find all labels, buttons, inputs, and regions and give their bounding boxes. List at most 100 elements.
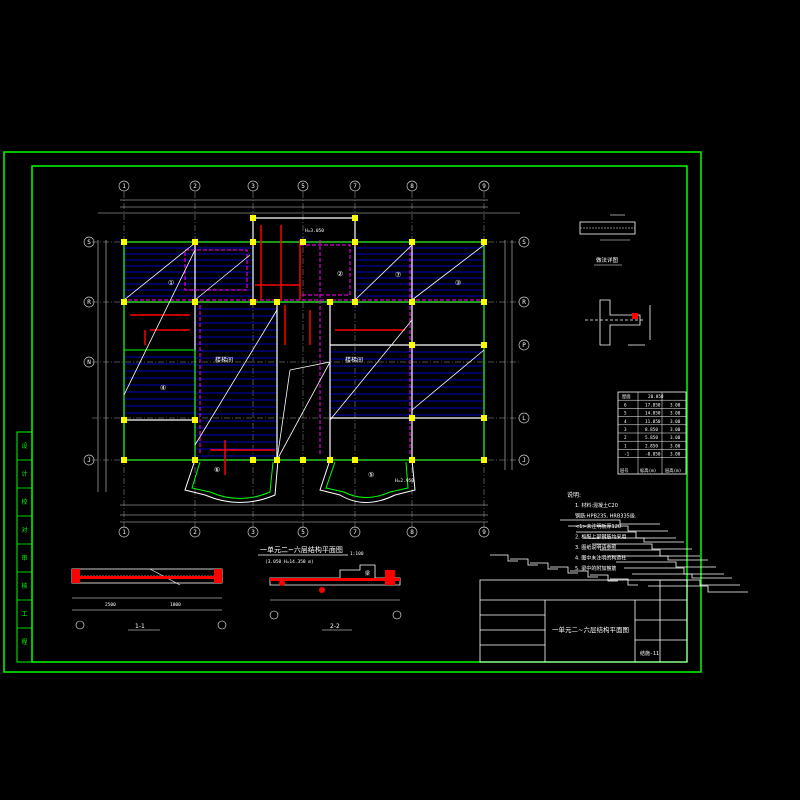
detail-mid: [585, 299, 651, 346]
column-5: [250, 239, 256, 245]
axis-bubble-right-R: [518, 296, 530, 308]
column-21: [121, 417, 127, 423]
side-strip-cell-4: 对: [21, 526, 27, 534]
drawing-number: 结施-11: [640, 650, 659, 657]
column-12: [409, 457, 415, 463]
axis-bubble-right-J: [518, 454, 530, 466]
columns: [121, 215, 487, 463]
axis-bubble-top-7-0: [349, 180, 361, 192]
axis-label-1-0: 1: [122, 183, 126, 190]
section-1: 2500 1800 1-1: [71, 568, 227, 631]
column-29: [250, 215, 256, 221]
column-20: [352, 299, 358, 305]
detail-top: 做法详图: [579, 214, 636, 266]
axis-bubble-top-2-1: [189, 526, 201, 538]
title-block: 一单元二~六层结构平面图 结施-11: [479, 519, 748, 663]
column-28: [274, 457, 280, 463]
drawing-name: 一单元二~六层结构平面图: [552, 625, 629, 634]
notes-heading: 说明:: [567, 491, 581, 499]
column-10: [352, 457, 358, 463]
plan-scale: 1:100: [350, 551, 364, 557]
table-cell-0-2: 3.00: [670, 402, 681, 408]
axis-label-8-1: 8: [410, 529, 414, 536]
column-11: [409, 239, 415, 245]
notes: 说明: 1. 材料:混凝土C20 钢筋:HPB235, HRB335级. <1>…: [567, 491, 637, 572]
plan-subtitle: (3.050 H=14.350 m): [265, 559, 314, 565]
column-24: [409, 342, 415, 348]
table-cell-5-1: 2.850: [645, 443, 658, 449]
section-1-dim-b: 1800: [170, 602, 181, 608]
axis-label-left-S: S: [87, 239, 91, 246]
stair-label-1: 楼梯间: [215, 356, 233, 364]
column-18: [481, 299, 487, 305]
room-mark-2: ②: [337, 270, 343, 278]
axis-label-9-1: 9: [482, 529, 486, 536]
axis-label-left-N: N: [87, 359, 91, 366]
stair-label-2: 楼梯间: [345, 356, 363, 364]
section-1-dim-a: 2500: [105, 602, 116, 608]
table-cell-3-0: 3: [624, 427, 627, 433]
table-cell-6-1: -0.050: [645, 452, 661, 458]
table-top-value: 20.850: [648, 394, 664, 400]
room-mark-1: ①: [168, 279, 174, 287]
column-4: [192, 457, 198, 463]
height-label-2: H=2.950: [395, 478, 414, 484]
axis-label-5-1: 5: [301, 529, 305, 536]
side-strip-cell-8: 程: [21, 638, 27, 646]
axis-bubble-top-9-1: [478, 526, 490, 538]
column-22: [192, 417, 198, 423]
axis-label-9-0: 9: [482, 183, 486, 190]
column-15: [121, 299, 127, 305]
column-32: [274, 299, 280, 305]
axis-label-2-1: 2: [193, 529, 197, 536]
table-header-1: 标高(m): [640, 467, 656, 474]
table-cell-2-1: 11.850: [645, 419, 661, 425]
axis-bubble-right-S: [518, 236, 530, 248]
axis-bubble-top-8-0: [406, 180, 418, 192]
table-cell-4-0: 2: [624, 435, 627, 441]
column-8: [300, 457, 306, 463]
axis-label-1-1: 1: [122, 529, 126, 536]
inner-frame: [31, 165, 688, 663]
axis-label-3-1: 3: [251, 529, 255, 536]
axis-bubble-top-3-1: [247, 526, 259, 538]
section-1-title: 1-1: [135, 623, 145, 630]
table-cell-1-1: 14.850: [645, 411, 661, 417]
axis-bubble-left-J: [83, 454, 95, 466]
table-cell-5-2: 3.00: [670, 443, 681, 449]
column-27: [327, 457, 333, 463]
axis-label-right-J: J: [522, 457, 526, 464]
axis-bubble-top-1-1: [118, 526, 130, 538]
table-cell-0-1: 17.850: [645, 402, 661, 408]
note-line-3: <1>未注明板厚120: [575, 523, 621, 530]
note-line-2: 钢筋:HPB235, HRB335级.: [575, 513, 637, 520]
table-cell-5-0: 1: [624, 443, 627, 449]
room-mark-3: ③: [455, 279, 461, 287]
table-cell-2-0: 4: [624, 419, 627, 425]
plan-title: 一单元二~六层结构平面图: [260, 545, 343, 554]
table-cell-3-2: 3.00: [670, 427, 681, 433]
axis-bubble-top-5-0: [297, 180, 309, 192]
room-mark-4: ④: [160, 384, 166, 392]
side-strip-cell-5: 审: [21, 554, 27, 562]
table-cell-1-2: 3.00: [670, 411, 681, 417]
axis-label-right-P: P: [522, 342, 526, 349]
column-3: [192, 239, 198, 245]
column-30: [352, 215, 358, 221]
column-6: [250, 457, 256, 463]
axis-bubble-left-N: [83, 356, 95, 368]
column-19: [250, 299, 256, 305]
axis-label-right-L: L: [522, 415, 526, 422]
column-26: [409, 415, 415, 421]
axis-bubble-top-2-0: [189, 180, 201, 192]
table-cell-6-0: -1: [624, 452, 630, 458]
table-cell-6-2: 3.00: [670, 452, 681, 458]
note-line-4: 2. 板配上部钢筋均采用: [575, 534, 626, 541]
room-mark-6: ⑥: [214, 466, 220, 474]
axis-label-right-S: S: [522, 239, 526, 246]
note-line-7: 5. 梁中的附加箍筋: [575, 565, 616, 572]
axis-label-right-R: R: [522, 299, 526, 306]
column-31: [327, 299, 333, 305]
